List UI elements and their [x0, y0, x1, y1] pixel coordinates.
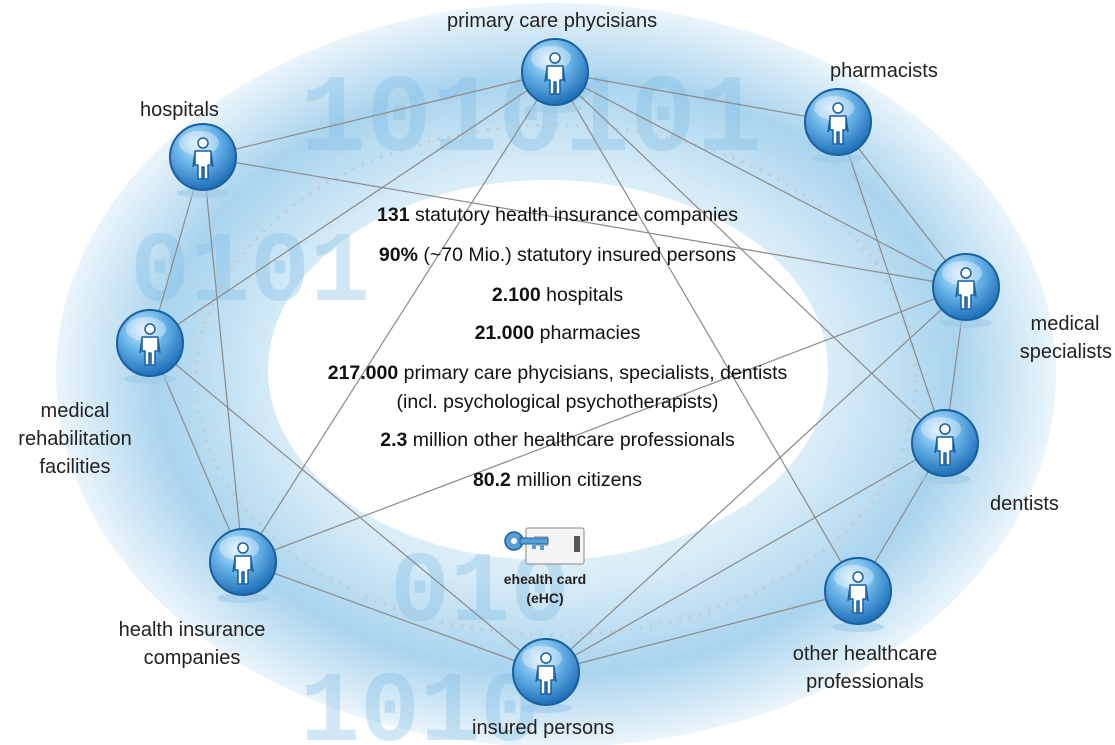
- dotted-ring: [194, 123, 918, 637]
- label-medical-specialists: medical specialists: [1019, 313, 1112, 363]
- connections: [149, 71, 967, 673]
- node-other-professionals-icon: [824, 557, 892, 632]
- stat-physicians-note: (incl. psychological psychotherapists): [396, 391, 719, 413]
- stat-insured-persons: 90% (~70 Mio.) statutory insured persons: [378, 244, 737, 266]
- node-insured-persons-icon: [512, 638, 580, 713]
- label-hospitals: hospitals: [140, 99, 219, 121]
- node-rehab-icon: [116, 309, 184, 384]
- stat-hospitals: 2.100 hospitals: [491, 284, 624, 306]
- node-primary-care-icon: [521, 38, 589, 113]
- digits-bottom-2: 1010: [300, 658, 540, 745]
- stat-citizens: 80.2 million citizens: [472, 469, 643, 491]
- inner-area: [268, 180, 828, 560]
- label-health-insurance: health insurance companies: [118, 619, 266, 669]
- stat-physicians: 217.000 primary care phycisians, special…: [327, 362, 788, 384]
- stat-pharmacies: 21.000 pharmacies: [474, 322, 641, 344]
- label-insured-persons: insured persons: [472, 717, 615, 739]
- node-health-insurance-icon: [209, 528, 277, 603]
- ehealth-card-label: ehealth card (eHC): [503, 571, 587, 606]
- node-medical-specialists-icon: [932, 253, 1000, 328]
- label-dentists: dentists: [990, 493, 1059, 515]
- label-rehab: medical rehabilitation facilities: [18, 400, 132, 478]
- node-dentists-icon: [911, 409, 979, 484]
- ehealth-card-icon: [504, 527, 585, 565]
- stat-insurance-companies: 131 statutory health insurance companies: [377, 204, 738, 226]
- label-pharmacists: pharmacists: [830, 60, 938, 82]
- stat-other-professionals: 2.3 million other healthcare professiona…: [380, 429, 735, 451]
- label-primary-care: primary care phycisians: [447, 10, 658, 32]
- node-hospitals-icon: [169, 123, 237, 198]
- label-other-professionals: other healthcare professionals: [792, 643, 938, 693]
- node-pharmacists-icon: [804, 88, 872, 163]
